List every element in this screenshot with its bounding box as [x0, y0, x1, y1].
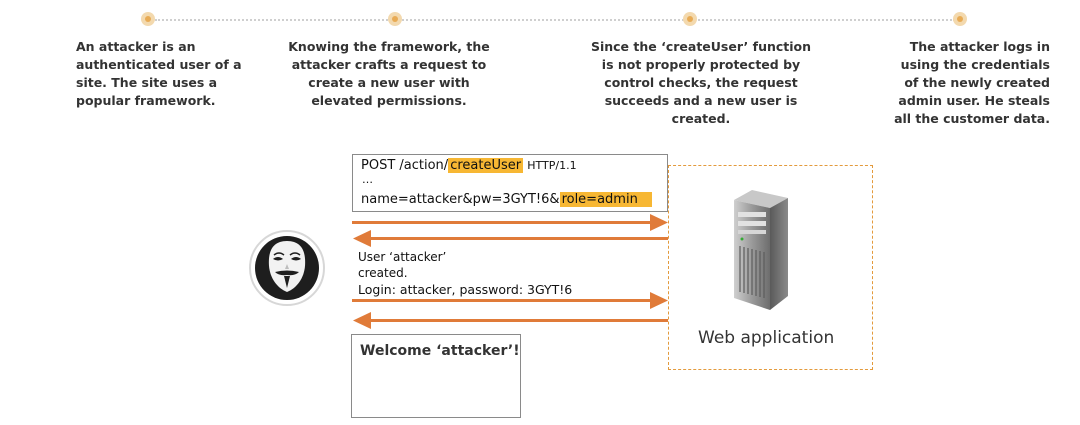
welcome-text: Welcome ‘attacker’! [360, 343, 520, 359]
step-4-text: The attacker logs in using the credentia… [894, 39, 1050, 126]
step-2-text: Knowing the framework, the attacker craf… [288, 39, 490, 108]
request-body: name=attacker&pw=3GYT!6&role=admin [361, 192, 652, 207]
response-created-line: created. [358, 266, 408, 280]
arrow-response-left [353, 230, 668, 247]
web-application-region [668, 165, 873, 370]
welcome-box [351, 334, 521, 418]
anonymous-mask-icon [249, 230, 325, 306]
arrow-login-right [352, 292, 668, 309]
server-label: Web application [698, 328, 835, 348]
request-protocol: HTTP/1.1 [527, 159, 577, 172]
arrow-request-right [352, 214, 668, 231]
step-1-text: An attacker is an authenticated user of … [76, 39, 242, 108]
request-line: POST /action/createUser HTTP/1.1 [361, 158, 577, 173]
arrow-welcome-left [353, 312, 668, 329]
request-role-param: role=admin [559, 192, 652, 207]
timeline-dot-1 [141, 12, 155, 26]
request-body-params: name=attacker&pw=3GYT!6& [361, 192, 560, 207]
request-ellipsis: … [362, 173, 373, 186]
response-user-line: User ‘attacker’ [358, 250, 447, 264]
timeline-connector [155, 19, 955, 21]
step-3-text: Since the ‘createUser’ function is not p… [590, 39, 812, 126]
timeline-dot-3 [683, 12, 697, 26]
request-function: createUser [448, 158, 524, 173]
timeline-dot-4 [953, 12, 967, 26]
timeline-dot-2 [388, 12, 402, 26]
server-tower-icon [734, 190, 788, 310]
request-method-path: POST /action/ [361, 158, 449, 173]
login-credentials-line: Login: attacker, password: 3GYT!6 [358, 282, 573, 297]
